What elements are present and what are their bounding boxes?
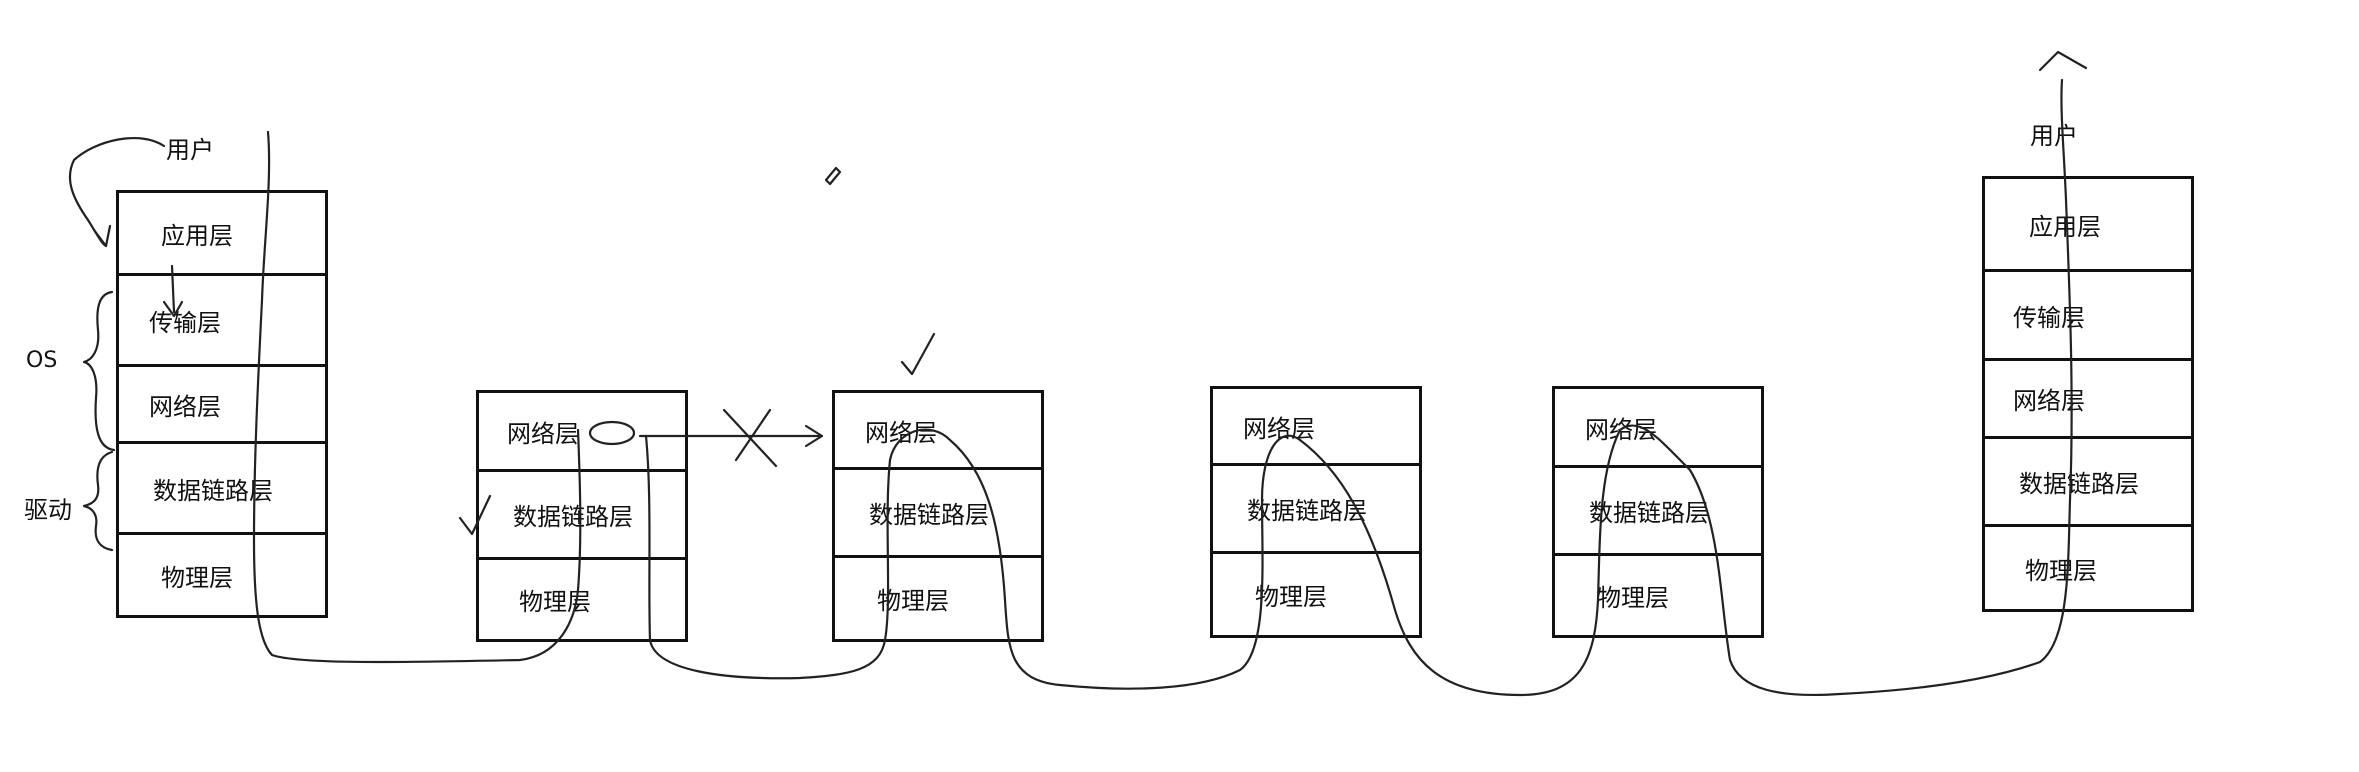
layer-application: 应用层 <box>116 190 328 276</box>
layer-physical: 物理层 <box>476 557 688 642</box>
layer-label: 数据链路层 <box>2019 470 2139 498</box>
layer-label: 数据链路层 <box>513 503 633 531</box>
layer-label: 应用层 <box>2029 212 2101 241</box>
stack-router-3: 网络层 数据链路层 物理层 <box>1210 386 1422 638</box>
layer-physical: 物理层 <box>1552 553 1764 638</box>
check-mark <box>900 332 936 376</box>
layer-datalink: 数据链路层 <box>116 441 328 535</box>
pen-icon <box>824 166 842 186</box>
stack-router-4: 网络层 数据链路层 物理层 <box>1552 386 1764 638</box>
label-driver: 驱动 <box>24 496 72 524</box>
layer-network: 网络层 <box>832 390 1044 470</box>
layer-label: 数据链路层 <box>869 501 989 529</box>
layer-label: 网络层 <box>2013 387 2085 415</box>
stack-host-left: 应用层 传输层 网络层 数据链路层 物理层 <box>116 190 328 626</box>
layer-datalink: 数据链路层 <box>1982 436 2194 527</box>
layer-label: 物理层 <box>2025 556 2097 585</box>
layer-network: 网络层 <box>1982 358 2194 439</box>
stack-router-1: 网络层 数据链路层 物理层 <box>476 390 688 642</box>
layer-label: 网络层 <box>507 419 579 448</box>
brace-driver <box>82 450 114 552</box>
brace-os <box>82 290 116 452</box>
layer-label: 网络层 <box>865 418 937 447</box>
label-os: OS <box>26 348 58 373</box>
layer-label: 数据链路层 <box>1589 499 1709 527</box>
layer-datalink: 数据链路层 <box>1552 465 1764 556</box>
layer-transport: 传输层 <box>116 273 328 367</box>
layer-label: 网络层 <box>149 392 221 421</box>
stack-host-right: 应用层 传输层 网络层 数据链路层 物理层 <box>1982 176 2194 612</box>
layer-label: 网络层 <box>1243 414 1315 443</box>
layer-label: 传输层 <box>149 308 221 337</box>
layer-label: 网络层 <box>1585 415 1657 444</box>
cross-mark <box>722 408 778 468</box>
user-arrow-head <box>92 224 112 248</box>
label-user-right: 用户 <box>2030 122 2078 150</box>
layer-network: 网络层 <box>116 364 328 444</box>
layer-label: 应用层 <box>161 221 233 250</box>
layer-network: 网络层 <box>476 390 688 472</box>
layer-datalink: 数据链路层 <box>476 469 688 560</box>
layer-label: 物理层 <box>161 563 233 592</box>
layer-datalink: 数据链路层 <box>1210 463 1422 554</box>
layer-label: 物理层 <box>519 588 591 616</box>
layer-physical: 物理层 <box>832 555 1044 642</box>
layer-datalink: 数据链路层 <box>832 467 1044 558</box>
layer-label: 物理层 <box>1255 583 1327 611</box>
layer-application: 应用层 <box>1982 176 2194 272</box>
layer-label: 物理层 <box>1597 584 1669 612</box>
layer-network: 网络层 <box>1210 386 1422 466</box>
arrow-up-head <box>2038 50 2088 72</box>
layer-physical: 物理层 <box>116 532 328 618</box>
layer-label: 数据链路层 <box>1247 497 1367 525</box>
label-user-left: 用户 <box>166 136 214 164</box>
layer-label: 物理层 <box>877 587 949 615</box>
layer-label: 数据链路层 <box>153 476 273 505</box>
layer-network: 网络层 <box>1552 386 1764 468</box>
crossed-arrow-head <box>804 424 824 448</box>
cross-mark <box>734 408 772 462</box>
layer-label: 传输层 <box>2013 303 2085 332</box>
layer-physical: 物理层 <box>1210 551 1422 638</box>
layer-transport: 传输层 <box>1982 269 2194 361</box>
stack-router-2: 网络层 数据链路层 物理层 <box>832 390 1044 642</box>
layer-physical: 物理层 <box>1982 524 2194 612</box>
